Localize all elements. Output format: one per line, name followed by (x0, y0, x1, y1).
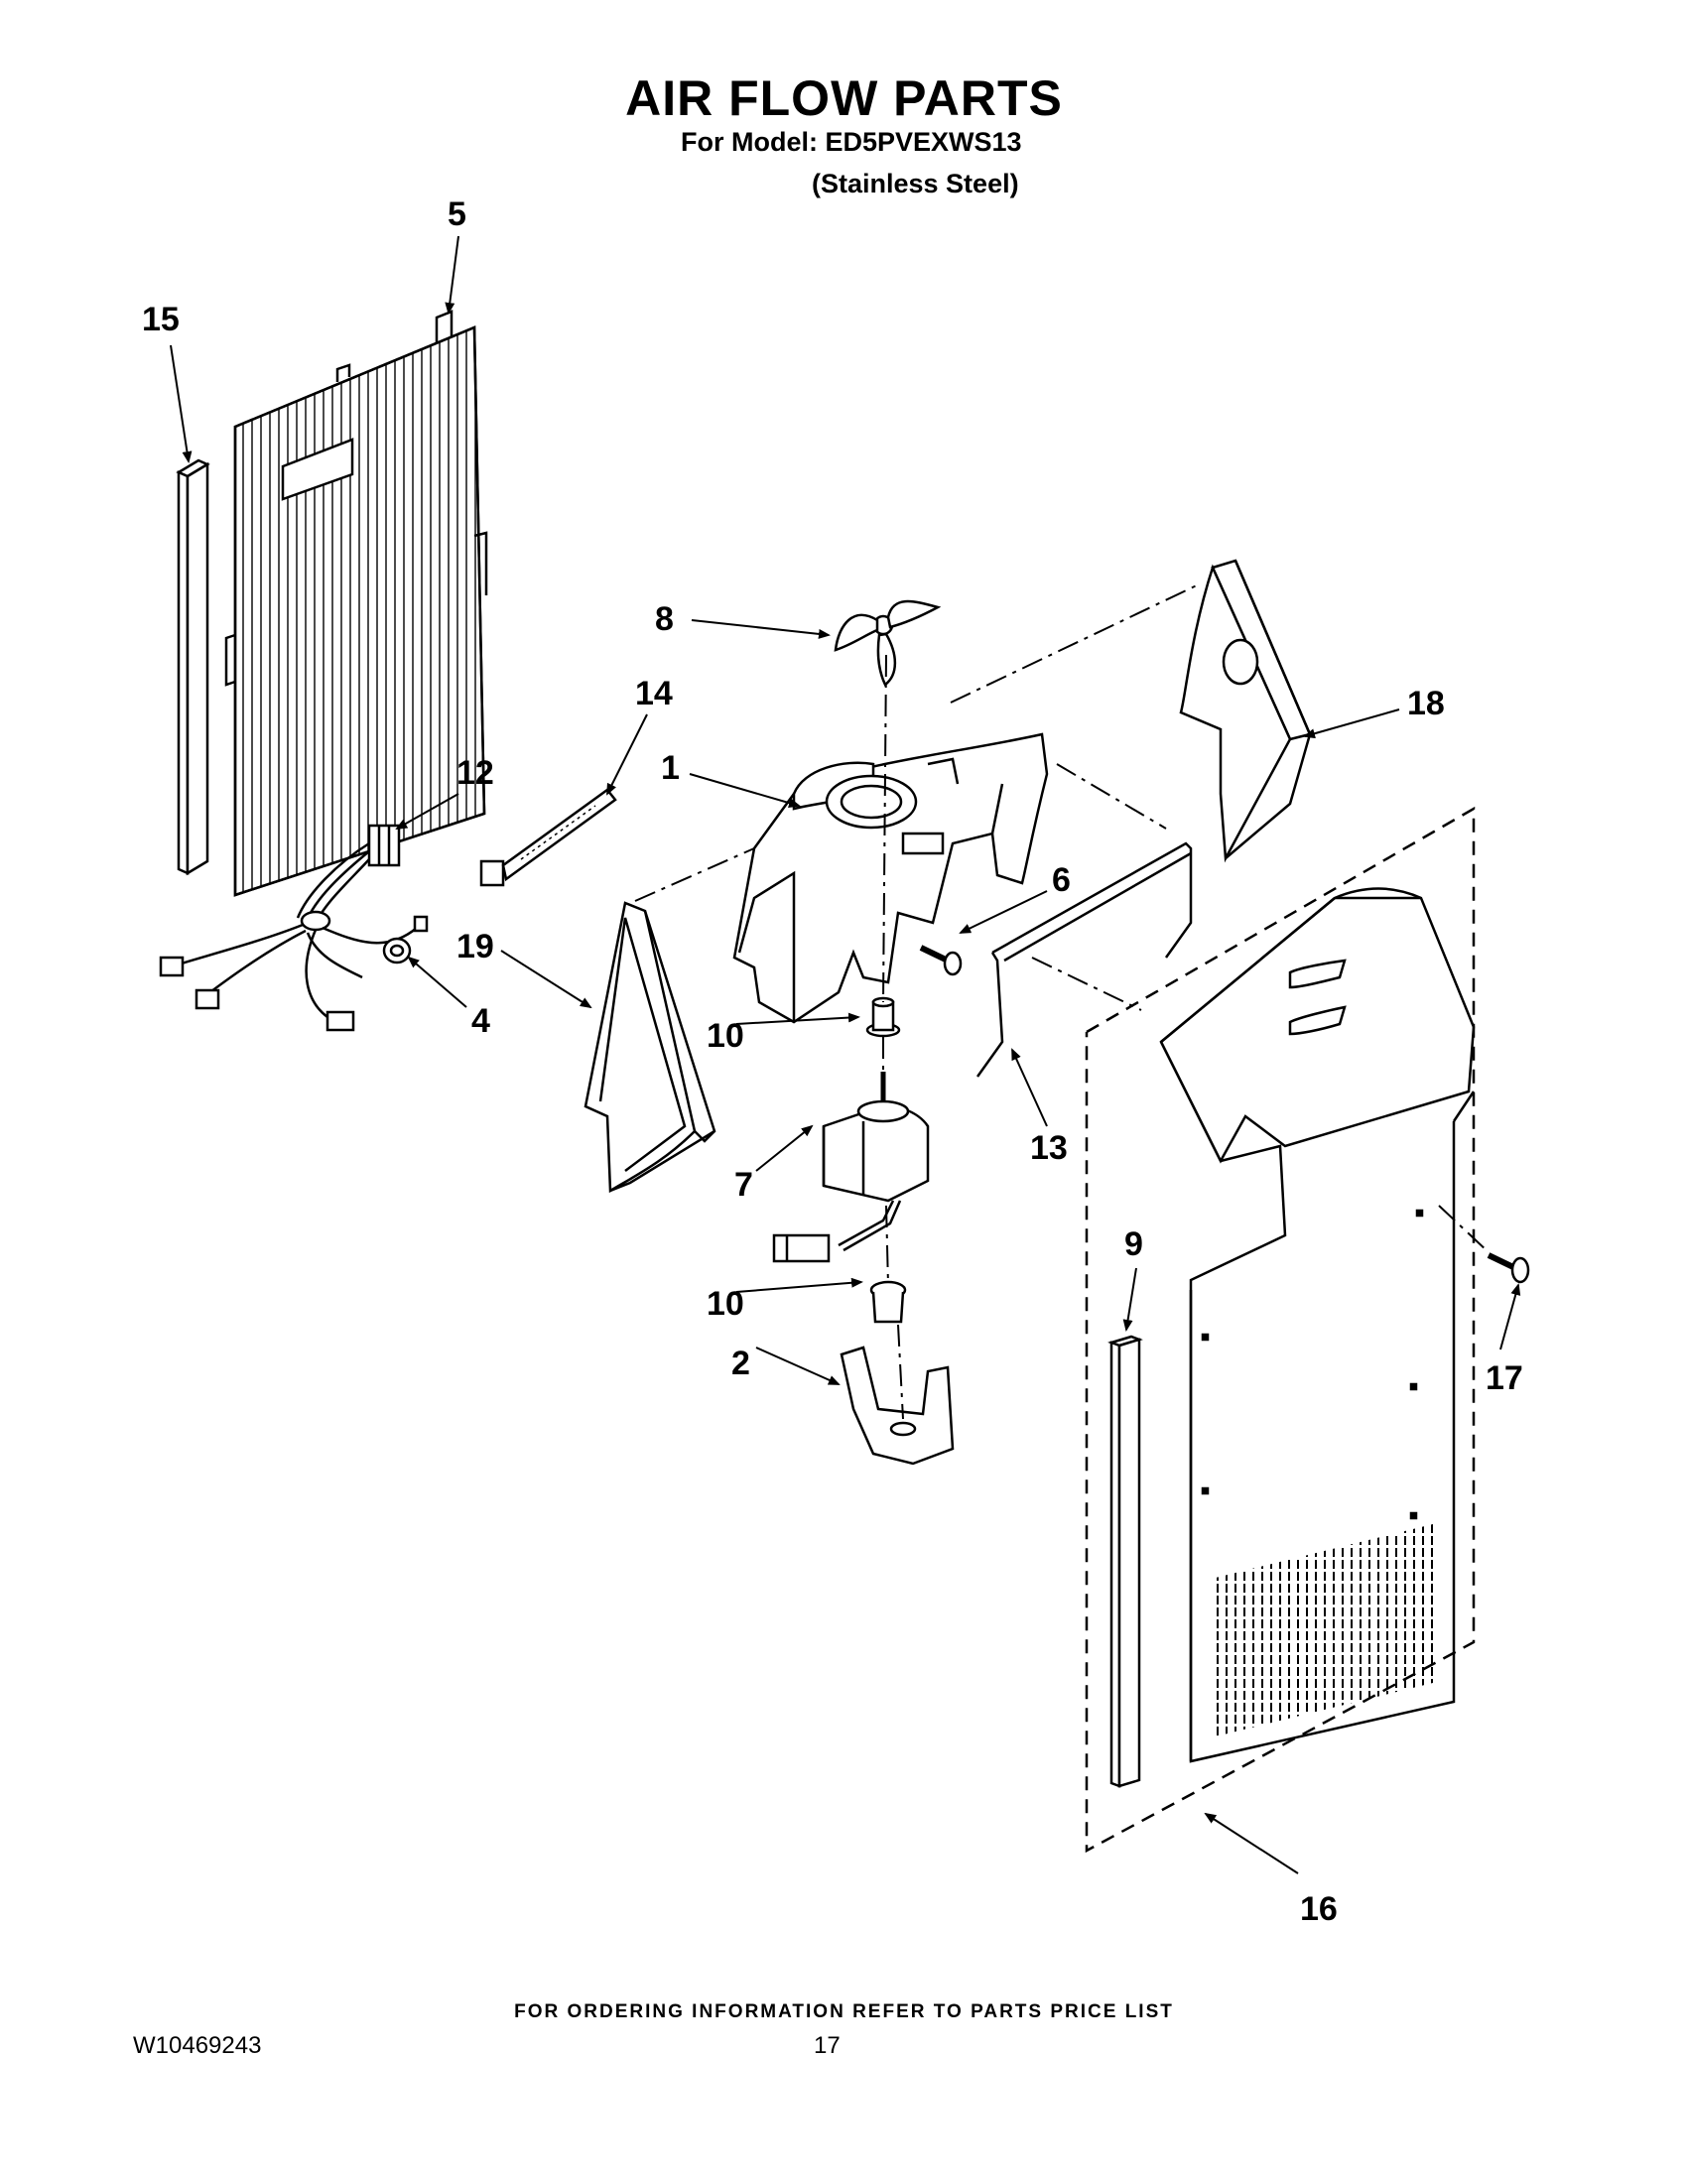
callout-2: 2 (731, 1345, 750, 1382)
callout-10-upper: 10 (707, 1017, 744, 1055)
evaporator-cover-part-16 (1159, 887, 1476, 1763)
gasket-strip-part-15 (176, 458, 210, 876)
assembly-boundary-part-16 (1085, 806, 1476, 1854)
evaporator-cover-part-5 (224, 310, 488, 897)
model-line: For Model: ED5PVEXWS13 (681, 127, 1022, 157)
callout-16: 16 (1300, 1890, 1338, 1928)
alignment-lines (634, 582, 1490, 1420)
page-title: AIR FLOW PARTS (625, 70, 1063, 126)
screw-part-17 (1487, 1252, 1530, 1284)
ordering-note: FOR ORDERING INFORMATION REFER TO PARTS … (514, 2001, 1174, 2022)
callout-labels: 15 5 8 14 18 12 1 6 19 4 10 13 7 9 10 17… (142, 195, 1523, 1928)
baffle-part-19 (584, 901, 716, 1194)
callout-12: 12 (456, 754, 494, 792)
bushing-part-10-lower (869, 1280, 907, 1324)
page-number: 17 (814, 2032, 841, 2059)
grommet-part-4 (382, 937, 412, 964)
fan-motor-part-7 (772, 1072, 930, 1263)
wire-harness-part-12 (159, 824, 429, 1032)
callout-8: 8 (655, 600, 674, 638)
motor-bracket-part-2 (840, 1346, 955, 1466)
callout-15: 15 (142, 301, 180, 338)
screw-part-6 (919, 945, 963, 976)
bushing-part-10-upper (865, 996, 901, 1038)
callout-17: 17 (1486, 1359, 1523, 1397)
callout-9: 9 (1124, 1225, 1143, 1263)
callout-4: 4 (471, 1002, 490, 1040)
callout-19: 19 (456, 928, 494, 965)
document-number: W10469243 (133, 2032, 262, 2059)
callout-14: 14 (635, 675, 673, 712)
callout-5: 5 (448, 195, 466, 233)
callout-13: 13 (1030, 1129, 1068, 1167)
wire-bracket-part-13 (975, 841, 1193, 1078)
variant-line: (Stainless Steel) (812, 169, 1019, 198)
callout-6: 6 (1052, 861, 1071, 899)
gasket-strip-part-9 (1107, 1335, 1143, 1788)
callout-7: 7 (734, 1166, 753, 1204)
callout-1: 1 (661, 749, 680, 787)
cable-tie-part-14 (479, 788, 617, 887)
callout-18: 18 (1407, 685, 1445, 722)
fan-housing-part-1 (732, 732, 1049, 1024)
baffle-part-18 (1179, 559, 1312, 863)
leader-arrows (170, 235, 1521, 1874)
callout-10-lower: 10 (707, 1285, 744, 1323)
